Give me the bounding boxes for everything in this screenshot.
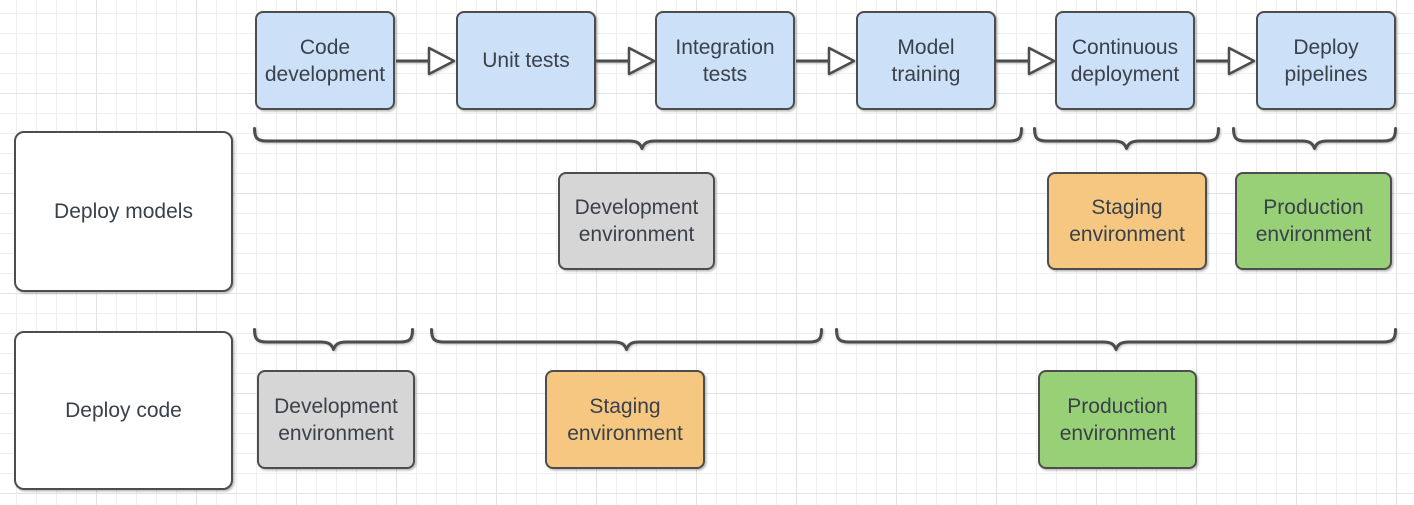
brace-code-development (253, 328, 414, 351)
step-label: Deploy pipelines (1284, 35, 1368, 86)
environment-label: Production environment (1059, 394, 1176, 445)
brace-models-development (253, 127, 1023, 150)
brace-models-production (1232, 127, 1397, 150)
step-label: Model training (891, 35, 961, 86)
environment-label: Staging environment (567, 394, 683, 445)
brace-code-staging (430, 328, 823, 351)
environment-label: Development environment (574, 196, 699, 246)
environment-label: Staging environment (1069, 196, 1185, 246)
step-label: Code development (264, 35, 386, 86)
brace-models-staging (1033, 127, 1220, 150)
step-model-training: Model training (856, 11, 996, 110)
environment-label: Production environment (1255, 196, 1372, 246)
code-staging-environment: Staging environment (545, 370, 705, 469)
step-label: Continuous deployment (1070, 35, 1180, 86)
flow-arrow-5 (1196, 46, 1256, 76)
models-staging-environment: Staging environment (1047, 172, 1207, 270)
environment-label: Development environment (274, 394, 398, 445)
flow-arrow-3 (796, 46, 856, 76)
step-unit-tests: Unit tests (456, 11, 596, 110)
row-label-text: Deploy models (54, 200, 193, 223)
step-deploy-pipelines: Deploy pipelines (1256, 11, 1396, 110)
step-label: Integration tests (675, 35, 775, 86)
step-continuous-deployment: Continuous deployment (1055, 11, 1195, 110)
row-label-deploy-code: Deploy code (14, 331, 233, 490)
step-label: Unit tests (482, 49, 570, 72)
step-code-development: Code development (255, 11, 395, 110)
row-label-deploy-models: Deploy models (14, 131, 233, 292)
brace-code-production (835, 328, 1397, 351)
flow-arrow-2 (596, 46, 656, 76)
row-label-text: Deploy code (65, 399, 182, 422)
flow-arrow-4 (996, 46, 1056, 76)
flow-arrow-1 (396, 46, 456, 76)
code-development-environment: Development environment (257, 370, 415, 469)
models-development-environment: Development environment (558, 172, 715, 270)
models-production-environment: Production environment (1235, 172, 1392, 270)
code-production-environment: Production environment (1038, 370, 1197, 469)
step-integration-tests: Integration tests (655, 11, 795, 110)
